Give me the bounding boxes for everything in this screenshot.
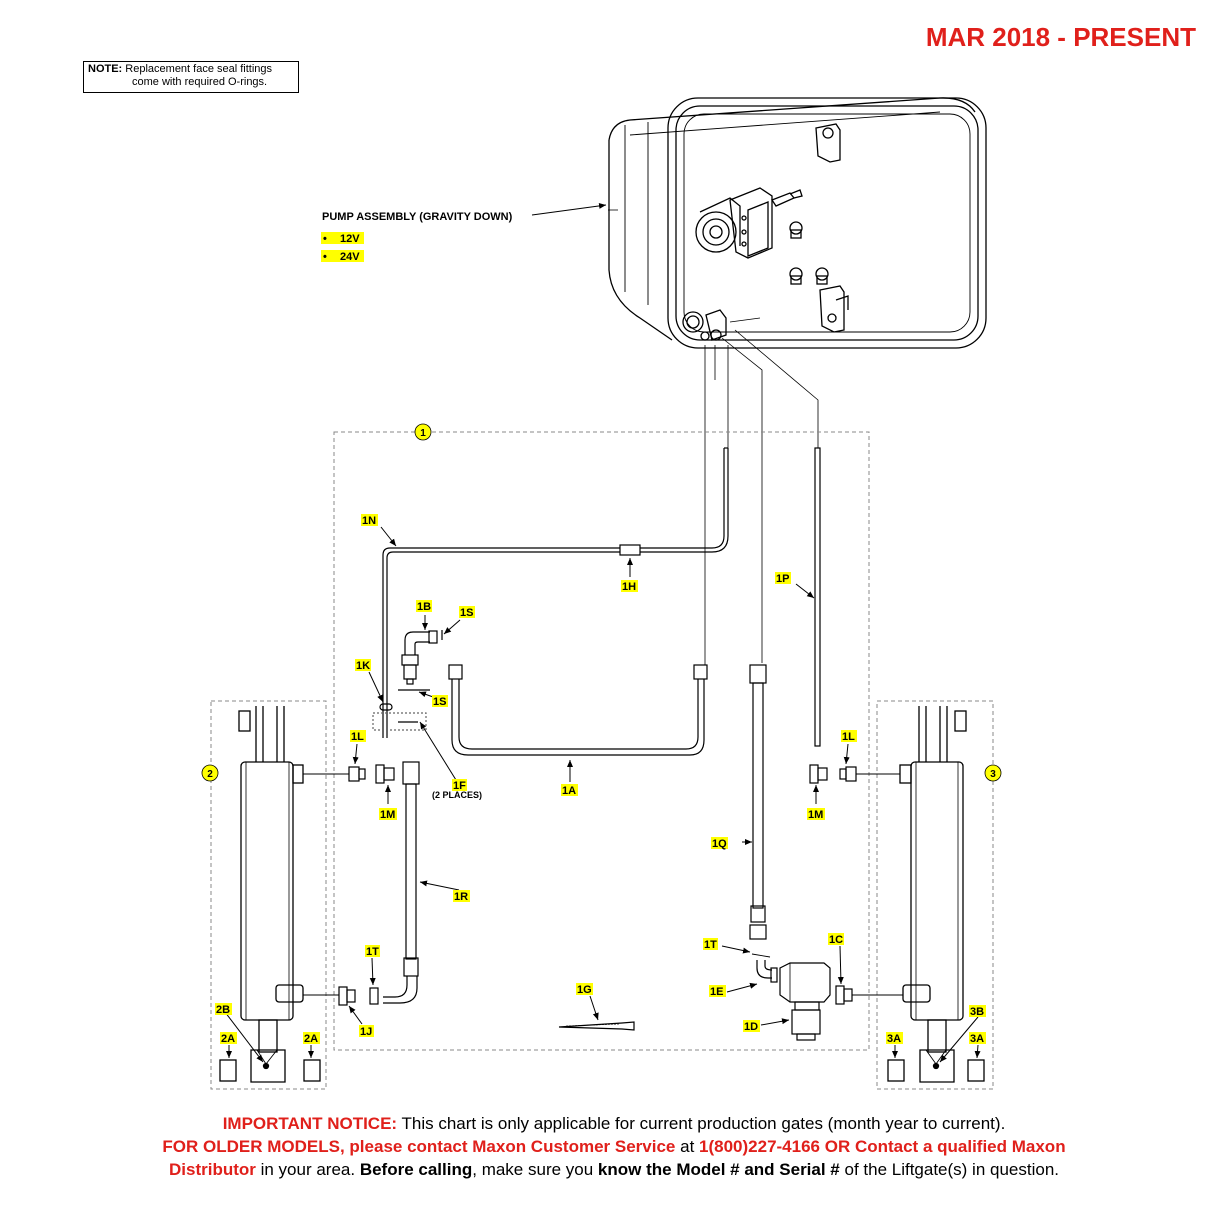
notice-line-2: FOR OLDER MODELS, please contact Maxon C… <box>40 1135 1188 1158</box>
cylinder-right <box>887 706 985 1083</box>
notice-heading: IMPORTANT NOTICE: <box>222 1114 398 1133</box>
important-notice: IMPORTANT NOTICE: This chart is only app… <box>40 1112 1188 1181</box>
notice-line1-text: This chart is only applicable for curren… <box>397 1114 1006 1133</box>
callout-1B: 1B <box>417 601 431 613</box>
kit-1-boundary <box>333 431 870 1051</box>
callout-2A-right: 2A <box>304 1033 318 1045</box>
callout-1A: 1A <box>562 785 576 797</box>
callout-1: 1 <box>420 428 426 439</box>
notice-phone: 1(800)227-4166 OR Contact a qualified Ma… <box>699 1137 1066 1156</box>
callout-1L-right: 1L <box>842 731 855 743</box>
callout-1M-right: 1M <box>808 809 823 821</box>
callout-1K: 1K <box>356 660 370 672</box>
cylinder-left <box>219 706 321 1083</box>
callout-1L-left: 1L <box>351 731 364 743</box>
fittings <box>303 630 903 1041</box>
notice-area: in your area. <box>255 1160 360 1179</box>
callout-1S-bottom: 1S <box>433 696 446 708</box>
callout-1F-note: (2 PLACES) <box>432 790 482 800</box>
pump-option-12v-bullet: • <box>323 233 327 245</box>
callout-1M-left: 1M <box>380 809 395 821</box>
callout-1G: 1G <box>577 984 592 996</box>
callout-1E: 1E <box>710 986 723 998</box>
callout-1R: 1R <box>454 891 468 903</box>
note-box: NOTE: Replacement face seal fittings com… <box>83 61 299 93</box>
callout-1F: 1F <box>453 780 466 792</box>
note-line2: come with required O-rings. <box>132 76 268 88</box>
callout-1S-top: 1S <box>460 607 473 619</box>
notice-make-sure: , make sure you <box>472 1160 598 1179</box>
callout-2A-left: 2A <box>221 1033 235 1045</box>
notice-at: at <box>675 1137 700 1156</box>
pump-assembly <box>608 97 987 349</box>
notice-liftgate: of the Liftgate(s) in question. <box>839 1160 1060 1179</box>
notice-line-3: Distributor in your area. Before calling… <box>40 1158 1188 1181</box>
callout-1Q: 1Q <box>712 838 727 850</box>
callout-1J: 1J <box>360 1026 372 1038</box>
cylinder-3-boundary <box>876 700 994 1090</box>
pump-option-24v-bullet: • <box>323 251 327 263</box>
callout-labels: 1N 1H 1P 1B 1S 1K 1S 1L 1L 1F (2 PLACES)… <box>215 514 986 1045</box>
callout-1P: 1P <box>776 573 789 585</box>
callout-1H: 1H <box>622 581 636 593</box>
notice-older-models: FOR OLDER MODELS, please contact Maxon C… <box>162 1137 676 1156</box>
pump-option-24v: 24V <box>340 251 360 263</box>
leaders <box>224 526 981 1063</box>
callout-1T-right: 1T <box>704 939 717 951</box>
callout-3B: 3B <box>970 1006 984 1018</box>
callout-2B: 2B <box>216 1004 230 1016</box>
pump-option-12v: 12V <box>340 233 360 245</box>
callout-1C: 1C <box>829 934 843 946</box>
pump-label: PUMP ASSEMBLY (GRAVITY DOWN) <box>322 211 513 223</box>
pump-leader-lines <box>704 329 819 665</box>
callout-2: 2 <box>207 769 213 780</box>
tubing <box>382 447 821 1004</box>
notice-before-calling: Before calling <box>359 1160 473 1179</box>
notice-distributor: Distributor <box>168 1160 256 1179</box>
callout-1D: 1D <box>744 1021 758 1033</box>
callout-1N: 1N <box>362 515 376 527</box>
cylinder-2-boundary <box>210 700 327 1090</box>
callout-circles: 1 2 3 <box>201 423 1002 782</box>
callout-3A-right: 3A <box>970 1033 984 1045</box>
callout-3: 3 <box>990 769 996 780</box>
note-label: NOTE: <box>88 63 123 75</box>
notice-line-1: IMPORTANT NOTICE: This chart is only app… <box>40 1112 1188 1135</box>
page-title: MAR 2018 - PRESENT <box>925 22 1196 52</box>
notice-model-serial: know the Model # and Serial # <box>597 1160 840 1179</box>
callout-1T-left: 1T <box>366 946 379 958</box>
callout-3A-left: 3A <box>887 1033 901 1045</box>
note-line1: Replacement face seal fittings <box>125 63 273 75</box>
